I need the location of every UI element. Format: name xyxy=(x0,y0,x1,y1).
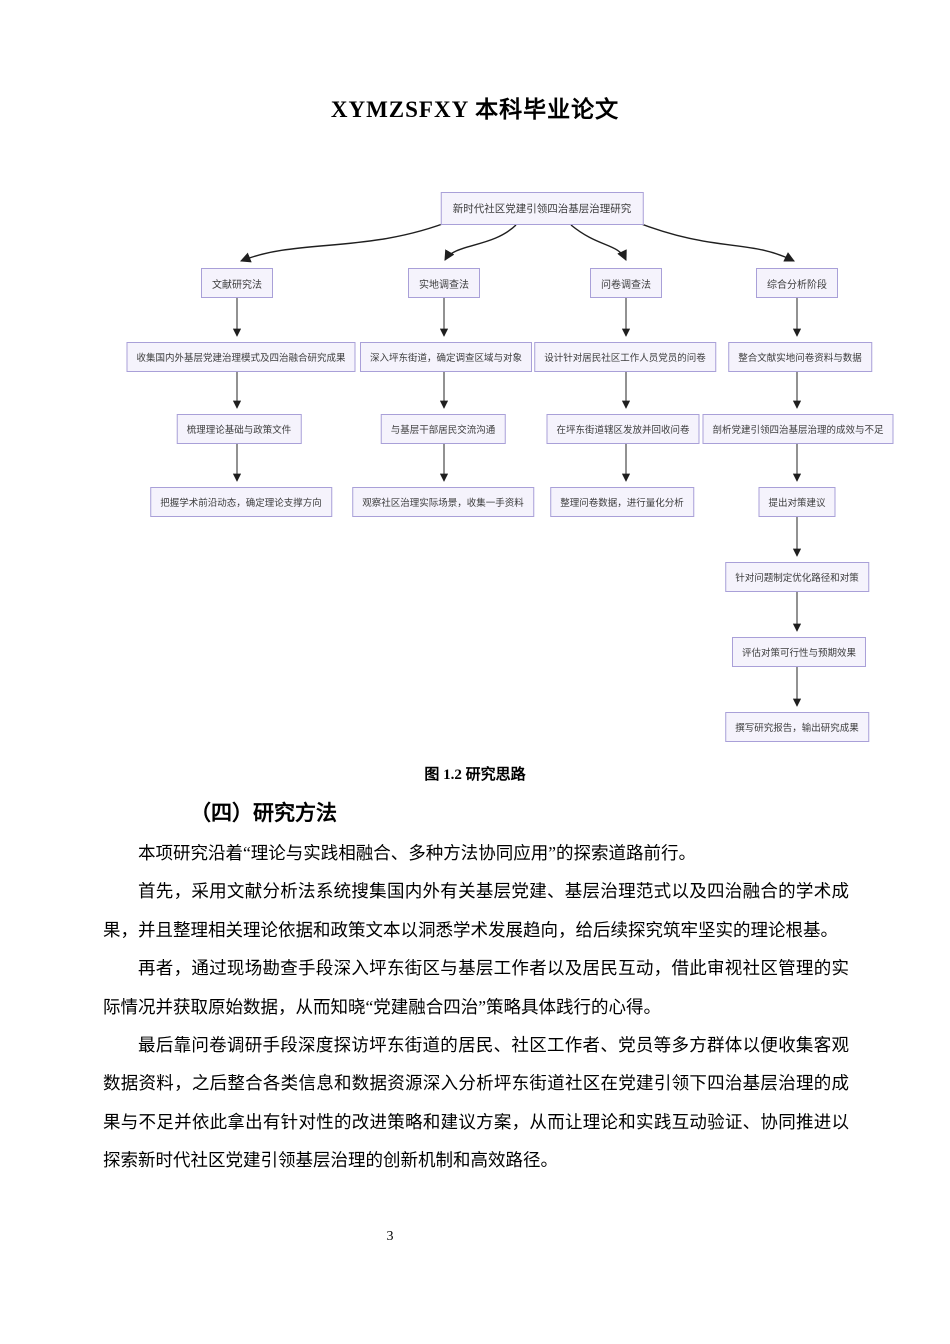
flowchart-connectors xyxy=(232,219,802,707)
flowchart-node-method-literature: 文献研究法 xyxy=(201,268,273,298)
flowchart-node-step: 针对问题制定优化路径和对策 xyxy=(725,562,869,592)
paragraph-field-method: 再者，通过现场勘查手段深入坪东街区与基层工作者以及居民互动，借此审视社区管理的实… xyxy=(103,958,849,1017)
flowchart-node-step: 提出对策建议 xyxy=(758,487,836,517)
flowchart-node-step: 深入坪东街道，确定调查区域与对象 xyxy=(359,342,533,372)
paragraph-intro: 本项研究沿着“理论与实践相融合、多种方法协同应用”的探索道路前行。 xyxy=(138,843,697,863)
flowchart-node-step: 在坪东街道辖区发放并回收问卷 xyxy=(546,414,700,444)
page-number: 3 xyxy=(386,1229,394,1244)
flowchart-node-step: 观察社区治理实际场景，收集一手资料 xyxy=(352,487,534,517)
body-text: 本项研究沿着“理论与实践相融合、多种方法协同应用”的探索道路前行。 首先，采用文… xyxy=(103,834,849,1180)
flowchart-node-step: 梳理理论基础与政策文件 xyxy=(176,414,302,444)
flowchart-node-step: 整理问卷数据，进行量化分析 xyxy=(550,487,694,517)
research-flowchart: 新时代社区党建引领四治基层治理研究 文献研究法 实地调查法 问卷调查法 综合分析… xyxy=(0,180,950,760)
flowchart-node-step: 评估对策可行性与预期效果 xyxy=(731,637,867,667)
flowchart-node-step: 撰写研究报告，输出研究成果 xyxy=(725,712,869,742)
paragraph-questionnaire-method: 最后靠问卷调研手段深度探访坪东街道的居民、社区工作者、党员等多方群体以便收集客观… xyxy=(103,1035,849,1171)
flowchart-node-step: 剖析党建引领四治基层治理的成效与不足 xyxy=(702,414,894,444)
flowchart-node-method-analysis: 综合分析阶段 xyxy=(756,268,838,298)
flowchart-node-method-questionnaire: 问卷调查法 xyxy=(590,268,662,298)
page-header-title: XYMZSFXY 本科毕业论文 xyxy=(330,97,620,122)
flowchart-node-root: 新时代社区党建引领四治基层治理研究 xyxy=(440,192,644,225)
flowchart-node-step: 设计针对居民社区工作人员党员的问卷 xyxy=(534,342,716,372)
figure-caption: 图 1.2 研究思路 xyxy=(424,767,526,783)
flowchart-node-method-field: 实地调查法 xyxy=(408,268,480,298)
section-heading: （四）研究方法 xyxy=(190,802,337,825)
flowchart-node-step: 把握学术前沿动态，确定理论支撑方向 xyxy=(150,487,332,517)
flowchart-node-step: 收集国内外基层党建治理模式及四治融合研究成果 xyxy=(126,342,356,372)
flowchart-node-step: 整合文献实地问卷资料与数据 xyxy=(728,342,872,372)
paragraph-literature-method: 首先，采用文献分析法系统搜集国内外有关基层党建、基层治理范式以及四治融合的学术成… xyxy=(103,881,849,940)
flowchart-node-step: 与基层干部居民交流沟通 xyxy=(380,414,506,444)
